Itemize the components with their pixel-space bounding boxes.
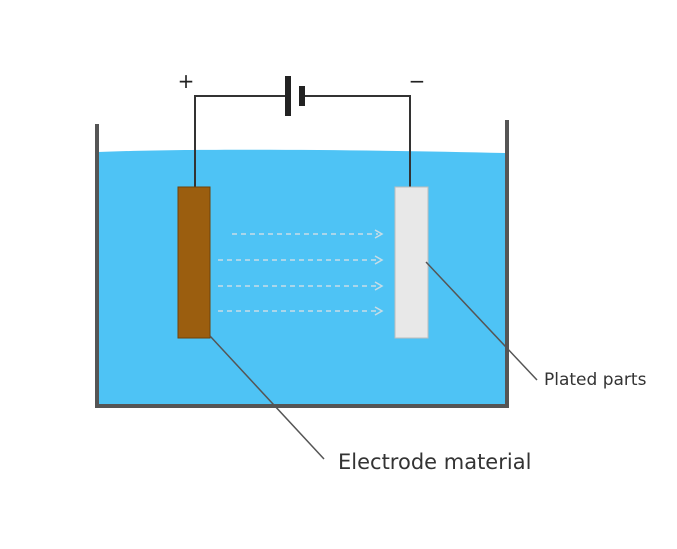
battery-icon bbox=[285, 76, 305, 116]
anode-electrode bbox=[177, 186, 211, 339]
electrode-material-label: Electrode material bbox=[338, 450, 531, 474]
anode-sign: + bbox=[178, 69, 195, 93]
ion-arrow bbox=[218, 306, 384, 316]
anode-wire bbox=[194, 95, 286, 188]
ion-arrow bbox=[232, 229, 384, 239]
electrode-material-leader-line bbox=[209, 335, 325, 460]
plated-parts-label: Plated parts bbox=[544, 370, 647, 390]
cathode-wire bbox=[305, 95, 411, 188]
ion-arrow bbox=[218, 281, 384, 291]
ion-flow-arrows bbox=[218, 229, 384, 316]
cathode-sign: − bbox=[409, 69, 426, 93]
cathode-plated-part bbox=[394, 186, 429, 339]
ion-arrow bbox=[218, 255, 384, 265]
plated-parts-leader-line bbox=[425, 261, 538, 381]
tank bbox=[95, 120, 509, 408]
electrolyte-solution bbox=[98, 149, 505, 405]
